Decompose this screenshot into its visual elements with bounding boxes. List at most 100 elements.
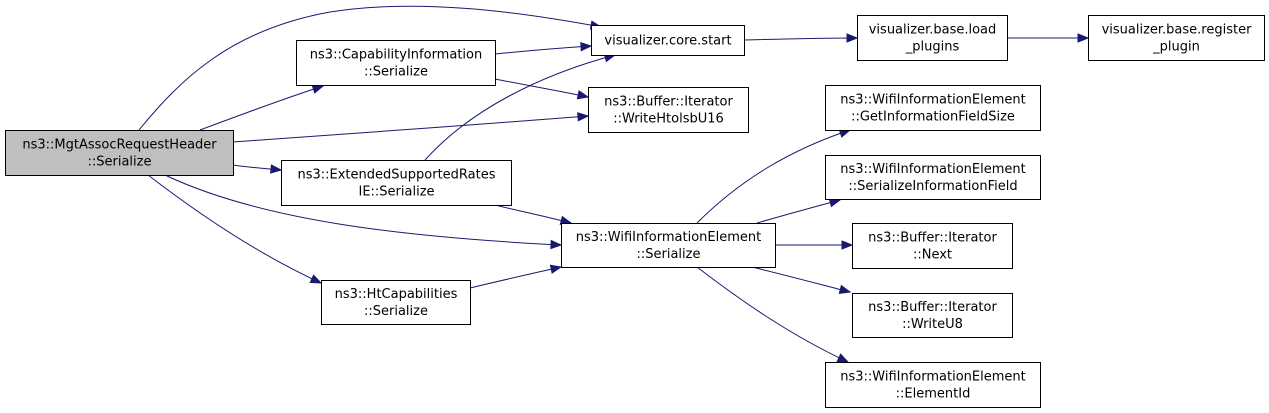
node-label: ns3::WifiInformationElement bbox=[840, 370, 1026, 385]
node-wie[interactable]: ns3::WifiInformationElement::Serialize bbox=[561, 223, 776, 268]
node-box bbox=[296, 40, 496, 86]
edge-line bbox=[164, 174, 562, 246]
node-label: ns3::WifiInformationElement bbox=[840, 93, 1026, 108]
node-box bbox=[561, 223, 776, 268]
node-label: ns3::ExtendedSupportedRates bbox=[297, 168, 495, 183]
edge-root-to-ht bbox=[147, 174, 323, 284]
edge-line bbox=[232, 115, 589, 143]
node-box bbox=[852, 223, 1013, 269]
edge-line bbox=[494, 45, 592, 55]
edge-line bbox=[138, 5, 602, 131]
arrow-head bbox=[270, 164, 283, 174]
node-box bbox=[1088, 15, 1265, 61]
edge-ext-to-wie bbox=[494, 204, 573, 225]
node-box bbox=[5, 130, 234, 176]
node-box bbox=[852, 293, 1013, 338]
edge-cap-to-vcs bbox=[494, 41, 593, 55]
node-label: ns3::HtCapabilities bbox=[335, 287, 458, 302]
node-label: ns3::Buffer::Iterator bbox=[868, 300, 997, 315]
node-label: ns3::Buffer::Iterator bbox=[604, 95, 733, 110]
node-label: ::Serialize bbox=[637, 247, 701, 262]
edge-line bbox=[751, 266, 851, 293]
edge-wie-to-wu8 bbox=[751, 266, 852, 294]
arrow-head bbox=[836, 353, 850, 363]
arrow-head bbox=[838, 284, 852, 294]
node-box bbox=[857, 15, 1008, 61]
node-label: _plugins bbox=[905, 40, 960, 55]
node-label: ::Serialize bbox=[88, 155, 152, 170]
edge-ht-to-wie bbox=[469, 264, 563, 289]
edge-line bbox=[469, 266, 562, 289]
node-box bbox=[825, 362, 1041, 408]
node-box bbox=[825, 155, 1041, 200]
node-label: ::GetInformationFieldSize bbox=[851, 110, 1015, 125]
node-label: IE::Serialize bbox=[358, 185, 434, 200]
node-box bbox=[591, 25, 745, 56]
node-box bbox=[321, 280, 471, 325]
node-box bbox=[588, 87, 749, 133]
node-label: _plugin bbox=[1152, 40, 1200, 55]
edge-vbl-to-vbr bbox=[1007, 33, 1090, 43]
node-vbl[interactable]: visualizer.base.load _plugins bbox=[857, 15, 1008, 61]
node-next[interactable]: ns3::Buffer::Iterator::Next bbox=[852, 223, 1013, 269]
node-label: ::Next bbox=[913, 248, 952, 263]
arrow-head bbox=[549, 264, 563, 274]
node-vbr[interactable]: visualizer.base.register _plugin bbox=[1088, 15, 1265, 61]
edge-line bbox=[199, 85, 324, 131]
edge-wie-to-next bbox=[775, 240, 854, 250]
node-eid[interactable]: ns3::WifiInformationElement::ElementId bbox=[825, 362, 1041, 408]
node-label: ::SerializeInformationField bbox=[848, 179, 1017, 194]
node-label: ns3::WifiInformationElement bbox=[576, 230, 762, 245]
edge-root-to-ext bbox=[232, 164, 283, 174]
node-label: ::WriteHtolsbU16 bbox=[613, 112, 724, 127]
node-label: ns3::CapabilityInformation bbox=[310, 48, 482, 63]
node-label: ::Serialize bbox=[364, 304, 428, 319]
edge-wie-to-sif bbox=[756, 198, 842, 224]
edge-line bbox=[696, 266, 849, 363]
node-label: ::ElementId bbox=[896, 387, 971, 402]
edge-root-to-cap bbox=[199, 84, 325, 131]
edge-root-to-wie bbox=[164, 174, 563, 250]
edge-line bbox=[494, 78, 589, 98]
node-box bbox=[825, 85, 1041, 131]
node-ht[interactable]: ns3::HtCapabilities::Serialize bbox=[321, 280, 471, 325]
arrow-head bbox=[576, 90, 590, 100]
node-label: ::WriteU8 bbox=[902, 317, 963, 332]
edge-line bbox=[424, 54, 616, 161]
arrow-head bbox=[580, 41, 593, 52]
edge-vcs-to-vbl bbox=[743, 33, 859, 43]
node-vcs[interactable]: visualizer.core.start bbox=[591, 25, 745, 56]
arrow-head bbox=[841, 240, 854, 250]
arrow-head bbox=[309, 274, 323, 284]
arrow-head bbox=[311, 84, 325, 94]
edges-layer bbox=[138, 5, 1090, 363]
arrow-head bbox=[550, 239, 563, 250]
node-label: ns3::WifiInformationElement bbox=[840, 162, 1026, 177]
arrow-head bbox=[1077, 33, 1090, 43]
edge-line bbox=[756, 199, 841, 224]
edge-line bbox=[743, 37, 858, 41]
edge-line bbox=[494, 204, 572, 224]
node-label: visualizer.base.register bbox=[1102, 23, 1253, 38]
edge-line bbox=[147, 174, 322, 284]
edge-wie-to-eid bbox=[696, 266, 850, 363]
node-sif[interactable]: ns3::WifiInformationElement::SerializeIn… bbox=[825, 155, 1041, 200]
node-cap[interactable]: ns3::CapabilityInformation::Serialize bbox=[296, 40, 496, 86]
node-root[interactable]: ns3::MgtAssocRequestHeader::Serialize bbox=[5, 130, 234, 176]
arrow-head bbox=[577, 112, 590, 122]
nodes-layer: ns3::MgtAssocRequestHeader::Serializens3… bbox=[5, 15, 1265, 408]
node-box bbox=[281, 160, 512, 206]
node-wu8[interactable]: ns3::Buffer::Iterator::WriteU8 bbox=[852, 293, 1013, 338]
node-wr16[interactable]: ns3::Buffer::Iterator::WriteHtolsbU16 bbox=[588, 87, 749, 133]
edge-cap-to-wr16 bbox=[494, 78, 590, 100]
edge-root-to-wr16 bbox=[232, 112, 590, 143]
node-gifs[interactable]: ns3::WifiInformationElement::GetInformat… bbox=[825, 85, 1041, 131]
node-label: ns3::MgtAssocRequestHeader bbox=[22, 138, 217, 153]
node-label: ::Serialize bbox=[364, 65, 428, 80]
edge-line bbox=[696, 129, 851, 224]
node-label: visualizer.core.start bbox=[604, 34, 731, 49]
node-label: visualizer.base.load bbox=[869, 23, 997, 38]
arrow-head bbox=[846, 33, 859, 43]
